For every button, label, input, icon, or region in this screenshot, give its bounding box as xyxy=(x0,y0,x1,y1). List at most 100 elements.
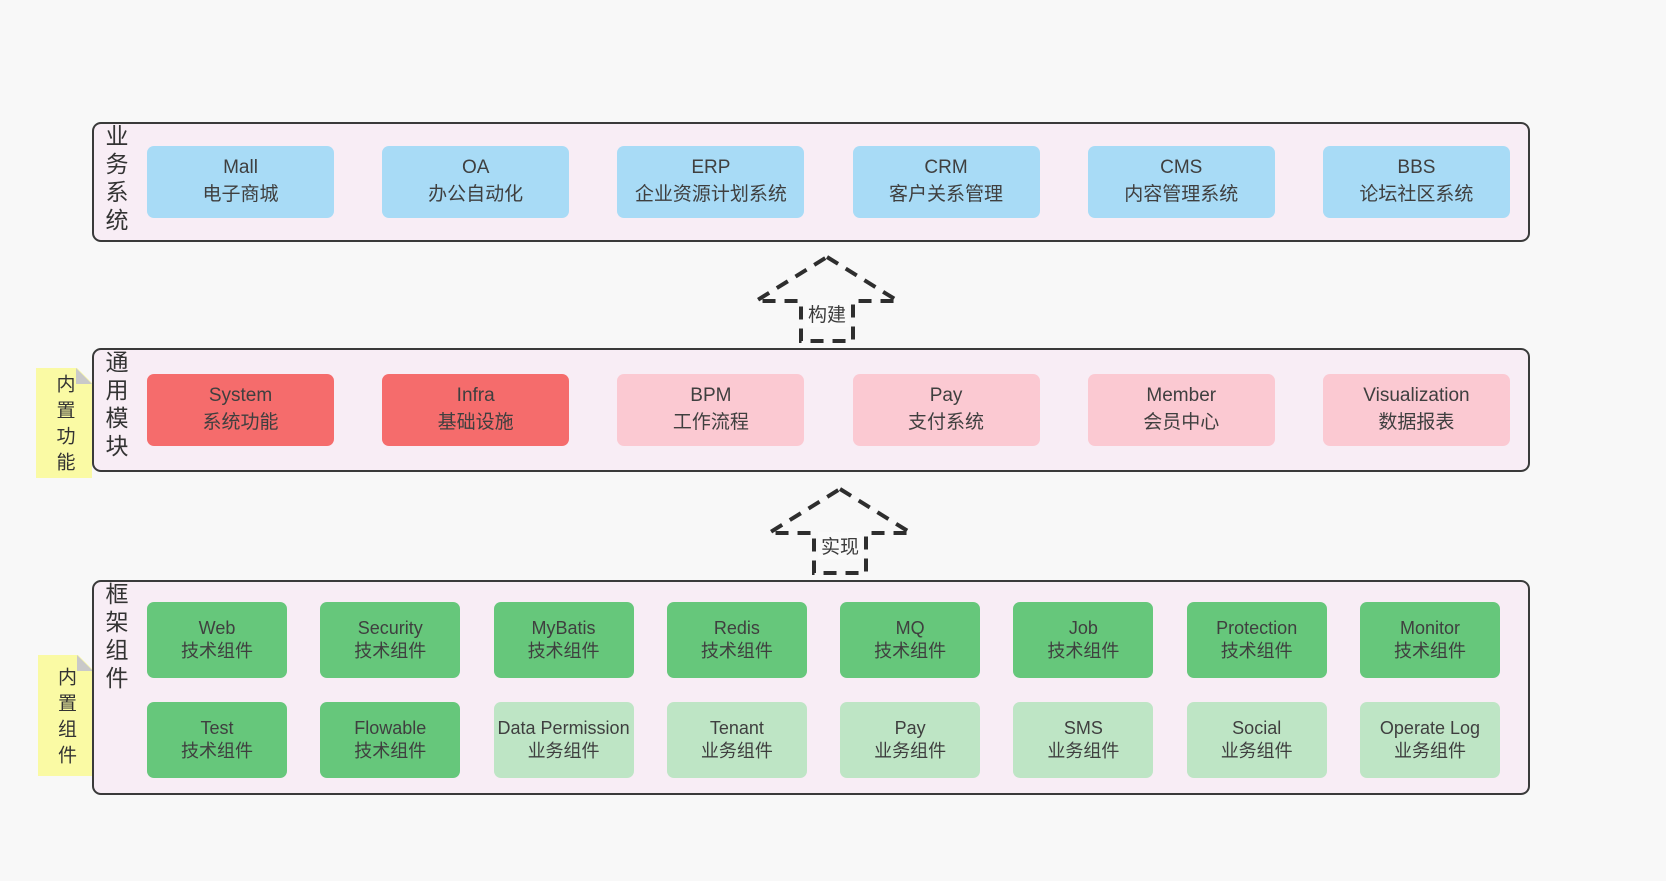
box-social: Social 业务组件 xyxy=(1186,702,1327,778)
box-job: Job 技术组件 xyxy=(1013,602,1154,678)
box-erp: ERP 企业资源计划系统 xyxy=(617,146,805,218)
box-bbs: BBS 论坛社区系统 xyxy=(1322,146,1510,218)
box-desc: 会员中心 xyxy=(1143,412,1220,433)
box-name: Data Permission xyxy=(497,717,630,738)
box-name: Pay xyxy=(894,717,926,738)
box-bpm: BPM 工作流程 xyxy=(617,374,805,446)
box-desc: 业务组件 xyxy=(700,741,773,761)
box-tenant: Tenant 业务组件 xyxy=(666,702,807,778)
box-desc: 企业资源计划系统 xyxy=(634,184,787,205)
box-name: Operate Log xyxy=(1379,717,1480,738)
box-crm: CRM 客户关系管理 xyxy=(852,146,1040,218)
box-name: OA xyxy=(461,157,490,179)
box-desc: 业务组件 xyxy=(1047,741,1120,761)
layer-label-framework-components: 框架组件 xyxy=(102,582,128,694)
box-desc: 内容管理系统 xyxy=(1124,184,1239,205)
dashed-up-arrow-icon xyxy=(752,254,902,343)
box-name: Flowable xyxy=(354,717,427,738)
box-sms: SMS 业务组件 xyxy=(1013,702,1154,778)
box-name: Social xyxy=(1232,717,1282,738)
box-desc: 论坛社区系统 xyxy=(1359,184,1474,205)
dashed-up-arrow-icon xyxy=(765,486,915,575)
box-name: CRM xyxy=(924,157,968,179)
sticky-note-built-in-functions: 内置功能 xyxy=(36,367,93,478)
box-desc: 业务组件 xyxy=(874,741,947,761)
box-cms: CMS 内容管理系统 xyxy=(1087,146,1275,218)
box-infra: Infra 基础设施 xyxy=(382,374,570,446)
box-desc: 技术组件 xyxy=(181,741,253,761)
box-protection: Protection 技术组件 xyxy=(1186,602,1327,678)
box-desc: 基础设施 xyxy=(437,412,514,433)
box-system: System 系统功能 xyxy=(147,374,334,446)
box-name: Pay xyxy=(929,385,963,407)
note-text: 内置功能 xyxy=(53,374,75,478)
box-desc: 支付系统 xyxy=(908,412,985,433)
box-security: Security 技术组件 xyxy=(320,602,461,678)
box-desc: 技术组件 xyxy=(181,641,253,661)
tech-components-row: Web 技术组件 Security 技术组件 MyBatis 技术组件 Redi… xyxy=(147,602,1500,678)
note-text: 内置组件 xyxy=(55,666,76,771)
box-mq: MQ 技术组件 xyxy=(840,602,981,678)
box-monitor: Monitor 技术组件 xyxy=(1359,602,1500,678)
box-desc: 工作流程 xyxy=(672,412,749,433)
box-name: Visualization xyxy=(1363,385,1470,407)
arrow-label-build: 构建 xyxy=(804,300,850,327)
layer-label-business-systems: 业务系统 xyxy=(102,124,128,236)
box-mall: Mall 电子商城 xyxy=(147,146,334,218)
box-name: Infra xyxy=(456,385,495,407)
box-name: SMS xyxy=(1063,717,1103,738)
layer-label-common-modules: 通用模块 xyxy=(102,350,128,462)
box-desc: 业务组件 xyxy=(1393,741,1466,761)
box-desc: 电子商城 xyxy=(202,184,279,205)
box-desc: 技术组件 xyxy=(1220,641,1293,661)
layer-common-modules: 通用模块 System 系统功能 Infra 基础设施 BPM 工作流程 Pay… xyxy=(92,348,1530,472)
box-desc: 办公自动化 xyxy=(428,184,524,205)
box-desc: 业务组件 xyxy=(1220,741,1293,761)
box-name: Member xyxy=(1146,385,1217,407)
business-systems-row: Mall 电子商城 OA 办公自动化 ERP 企业资源计划系统 CRM 客户关系… xyxy=(147,124,1510,240)
framework-components-rows: Web 技术组件 Security 技术组件 MyBatis 技术组件 Redi… xyxy=(147,582,1500,793)
arrow-build: 构建 xyxy=(752,254,902,344)
arrow-label-implement: 实现 xyxy=(817,532,863,559)
box-test: Test 技术组件 xyxy=(147,702,287,778)
box-mybatis: MyBatis 技术组件 xyxy=(493,602,634,678)
box-name: BPM xyxy=(690,385,732,407)
box-desc: 技术组件 xyxy=(354,641,427,661)
box-desc: 技术组件 xyxy=(700,641,773,661)
box-flowable: Flowable 技术组件 xyxy=(320,702,461,778)
box-name: CMS xyxy=(1160,157,1203,179)
box-name: Tenant xyxy=(709,717,764,738)
box-name: Security xyxy=(357,617,423,638)
box-operate-log: Operate Log 业务组件 xyxy=(1359,702,1500,778)
box-data-permission: Data Permission 业务组件 xyxy=(493,702,634,778)
box-name: System xyxy=(208,385,273,407)
box-name: Job xyxy=(1068,617,1098,638)
box-name: Web xyxy=(198,617,236,638)
box-desc: 客户关系管理 xyxy=(889,184,1004,205)
box-desc: 技术组件 xyxy=(1047,641,1120,661)
box-web: Web 技术组件 xyxy=(147,602,287,678)
box-desc: 业务组件 xyxy=(527,741,600,761)
box-name: Monitor xyxy=(1399,617,1460,638)
box-name: Test xyxy=(200,717,234,738)
common-modules-row: System 系统功能 Infra 基础设施 BPM 工作流程 Pay 支付系统… xyxy=(147,350,1510,470)
box-desc: 系统功能 xyxy=(202,412,279,433)
box-pay-module: Pay 支付系统 xyxy=(852,374,1040,446)
box-desc: 技术组件 xyxy=(874,641,947,661)
box-name: ERP xyxy=(691,157,731,179)
box-desc: 数据报表 xyxy=(1378,412,1455,433)
biz-components-row: Test 技术组件 Flowable 技术组件 Data Permission … xyxy=(147,702,1500,778)
box-redis: Redis 技术组件 xyxy=(666,602,807,678)
box-oa: OA 办公自动化 xyxy=(382,146,570,218)
box-visualization: Visualization 数据报表 xyxy=(1322,374,1510,446)
box-desc: 技术组件 xyxy=(1393,641,1466,661)
box-desc: 技术组件 xyxy=(527,641,600,661)
box-name: MQ xyxy=(895,617,925,638)
box-name: MyBatis xyxy=(531,617,596,638)
sticky-note-built-in-components: 内置组件 xyxy=(38,654,94,776)
box-member: Member 会员中心 xyxy=(1087,374,1275,446)
box-name: Mall xyxy=(223,157,258,179)
box-name: Protection xyxy=(1216,617,1298,638)
layer-business-systems: 业务系统 Mall 电子商城 OA 办公自动化 ERP 企业资源计划系统 CRM… xyxy=(92,122,1530,242)
